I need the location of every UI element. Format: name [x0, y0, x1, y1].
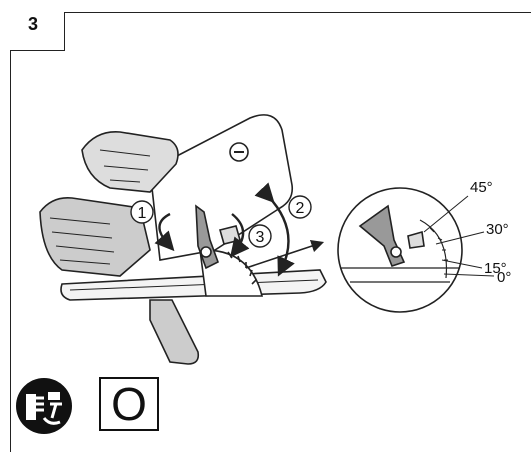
zoom-detail-circle — [337, 187, 463, 313]
frame-tab-bottom-line — [10, 50, 65, 51]
angle-label-0: 0° — [497, 269, 511, 286]
frame-tab-right-line — [64, 12, 65, 50]
svg-text:3: 3 — [256, 229, 265, 246]
step-arrows — [154, 182, 295, 277]
frame-left-line — [10, 50, 11, 452]
frame-top-line — [64, 12, 531, 13]
step-label-2: 2 — [288, 195, 312, 219]
svg-text:1: 1 — [138, 205, 147, 222]
step-label-1: 1 — [130, 200, 154, 224]
angle-label-30: 30° — [486, 221, 509, 238]
svg-text:2: 2 — [296, 200, 305, 217]
angle-label-45: 45° — [470, 179, 493, 196]
angle-label-15: 15° — [484, 260, 507, 277]
step-label-3: 3 — [248, 224, 272, 248]
unplug-icon — [16, 378, 72, 434]
figure-number: 3 — [28, 14, 39, 34]
mode-letter-box: O — [99, 377, 159, 431]
circular-saw-icon — [39, 114, 327, 365]
angle-leader-lines — [423, 195, 495, 277]
zoom-callout-arrow — [245, 239, 325, 269]
mode-letter: O — [111, 378, 147, 430]
